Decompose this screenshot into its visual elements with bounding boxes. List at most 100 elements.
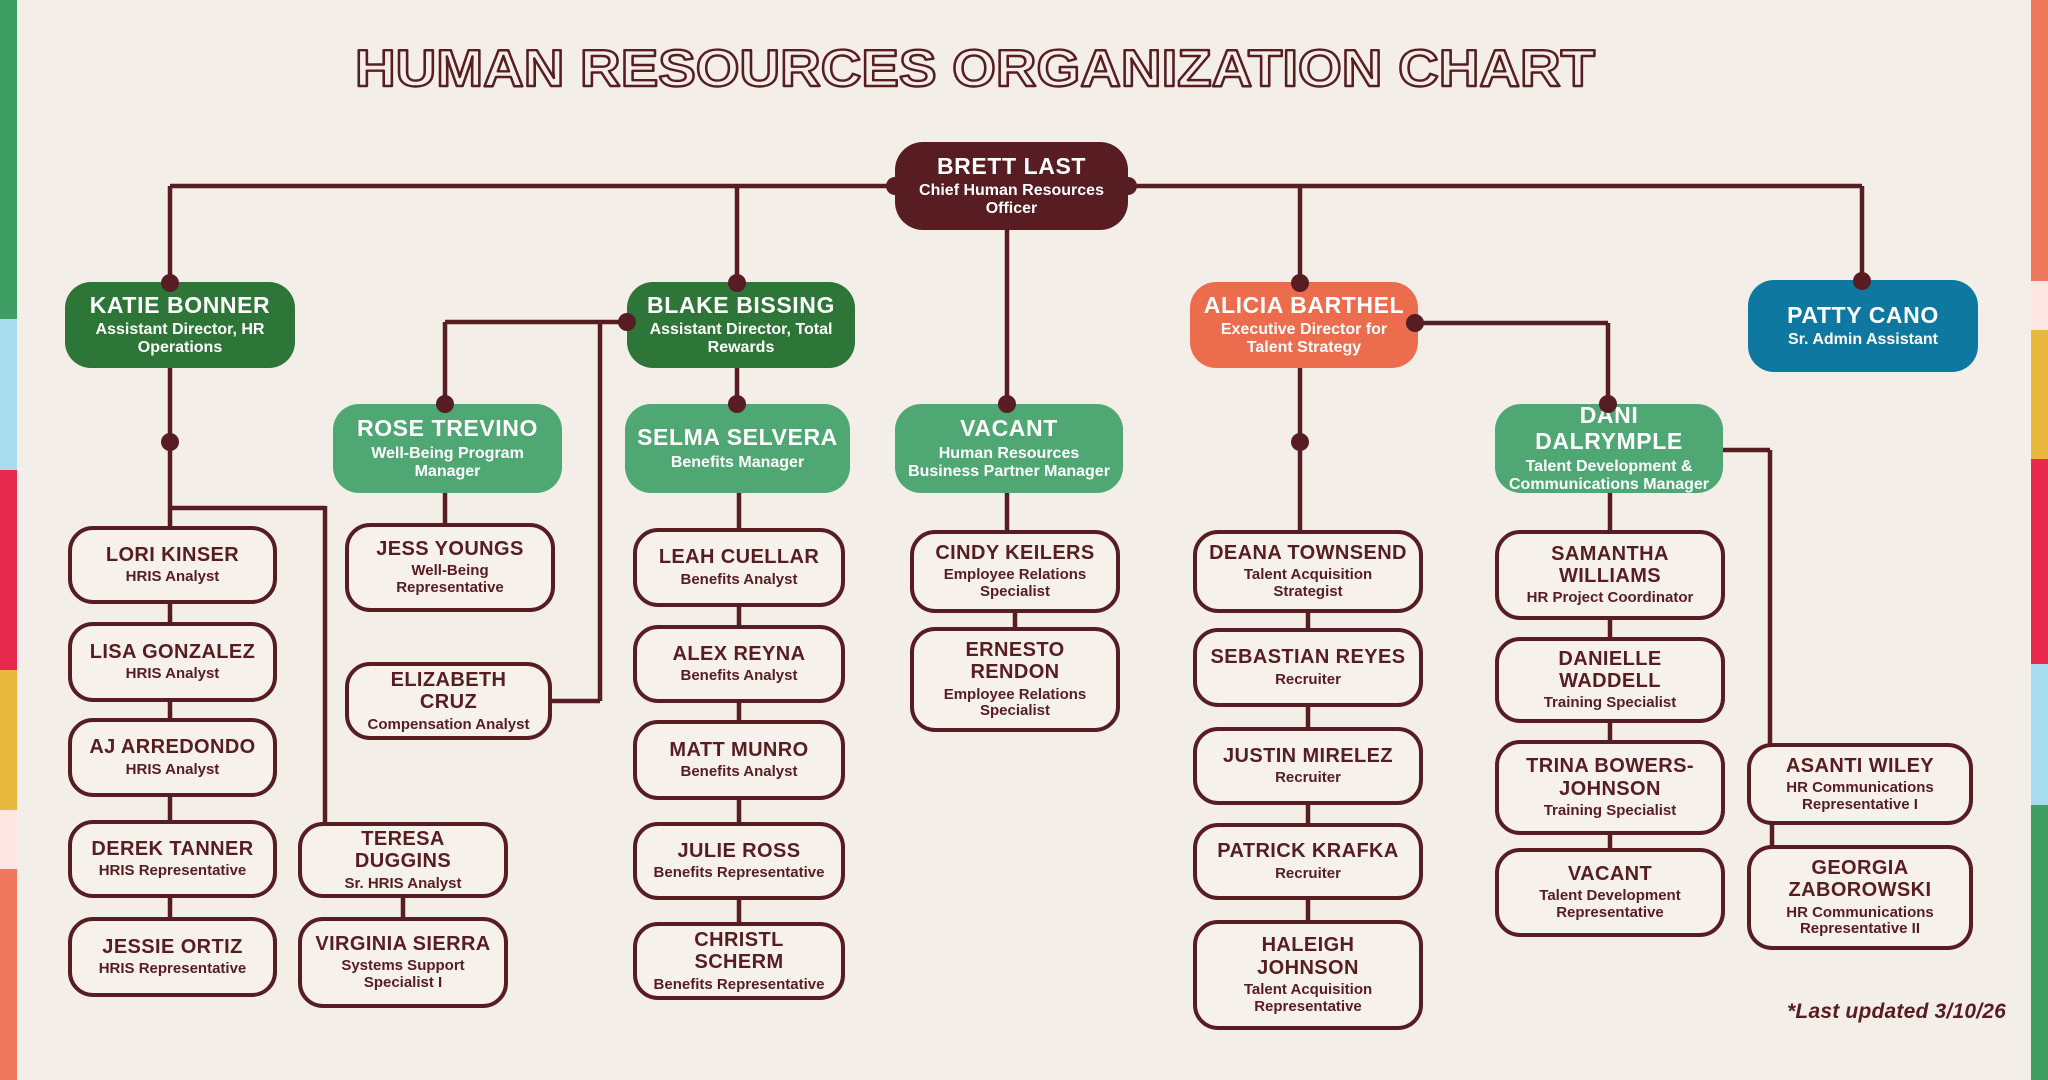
org-node-danielle-waddell: DANIELLE WADDELL Training Specialist [1495,637,1725,723]
org-node-derek-tanner: DEREK TANNER HRIS Representative [68,820,277,898]
org-node-trina-bowers-johnson: TRINA BOWERS-JOHNSON Training Specialist [1495,740,1725,835]
org-node-selma-selvera: SELMA SELVERA Benefits Manager [625,404,850,493]
person-name: DEANA TOWNSEND [1209,542,1407,564]
page-title-svg: HUMAN RESOURCES ORGANIZATION CHART [354,39,1597,99]
person-name: DANIELLE WADDELL [1558,647,1662,693]
org-node-haleigh-johnson: HALEIGH JOHNSON Talent Acquisition Repre… [1193,920,1423,1030]
person-name: JESSIE ORTIZ [102,935,243,958]
stripe-segment [2031,281,2048,330]
org-node-rose-trevino: ROSE TREVINO Well-Being Program Manager [333,404,562,493]
person-name: LORI KINSER [105,543,240,566]
person-name: BLAKE BISSING [647,291,835,318]
stripe-segment [0,0,17,319]
org-node-katie-bonner: KATIE BONNER Assistant Director, HR Oper… [65,282,295,368]
org-node-georgia-zaborowski: GEORGIA ZABOROWSKI HR Communications Rep… [1747,845,1973,950]
person-name: MATT MUNRO [669,738,809,761]
person-title: Human Resources Business Partner Manager [908,444,1110,480]
org-node-asanti-wiley: ASANTI WILEY HR Communications Represent… [1747,743,1973,825]
org-node-alicia-barthel: ALICIA BARTHEL Executive Director for Ta… [1190,282,1418,368]
person-title: Benefits Analyst [680,763,798,781]
org-node-patrick-krafka: PATRICK KRAFKA Recruiter [1193,823,1423,900]
person-title: Assistant Director, HR Operations [95,321,265,357]
person-name: GEORGIA ZABOROWSKI [1788,856,1932,902]
person-title: Training Specialist [1543,801,1677,819]
person-title: Benefits Analyst [680,570,798,588]
last-updated-note: *Last updated 3/10/26 [1787,1000,2006,1023]
person-name: DEREK TANNER [91,837,254,860]
person-name: VACANT [1567,863,1653,885]
org-node-virginia-sierra: VIRGINIA SIERRA Systems Support Speciali… [298,917,508,1008]
person-title: Systems Support Specialist I [341,957,465,992]
person-title: HR Project Coordinator [1526,589,1694,607]
stripe-segment [2031,0,2048,281]
org-node-julie-ross: JULIE ROSS Benefits Representative [633,822,845,900]
person-title: Talent Development Representative [1539,887,1681,922]
person-name: BRETT LAST [936,152,1087,179]
person-title: HRIS Analyst [125,760,220,778]
org-node-elizabeth-cruz: ELIZABETH CRUZ Compensation Analyst [345,662,552,740]
person-name: AJ ARREDONDO [89,736,256,759]
person-name: ALEX REYNA [672,642,806,665]
person-title: Benefits Analyst [680,667,798,685]
person-name: ALICIA BARTHEL [1203,291,1405,318]
person-title: Recruiter [1275,769,1341,787]
person-name: CHRISTL SCHERM [694,928,784,974]
person-title: Assistant Director, Total Rewards [649,321,833,357]
org-node-patty-cano: PATTY CANO Sr. Admin Assistant [1748,280,1978,372]
org-node-christl-scherm: CHRISTL SCHERM Benefits Representative [633,922,845,1000]
org-node-brett-last: BRETT LAST Chief Human Resources Officer [895,142,1128,230]
person-title: Talent Acquisition Strategist [1243,566,1373,601]
person-title: Compensation Analyst [367,715,530,733]
page-title: HUMAN RESOURCES ORGANIZATION CHART [355,40,1595,98]
person-name: JUSTIN MIRELEZ [1222,744,1394,767]
person-name: LISA GONZALEZ [89,640,256,663]
org-node-vacant-hrbp-manager: VACANT Human Resources Business Partner … [895,404,1123,493]
person-title: Well-Being Program Manager [371,444,524,480]
person-title: Talent Development & Communications Mana… [1508,457,1710,493]
org-node-lisa-gonzalez: LISA GONZALEZ HRIS Analyst [68,622,277,702]
person-name: SAMANTHA WILLIAMS [1551,542,1669,588]
person-name: ELIZABETH CRUZ [390,668,507,714]
org-node-alex-reyna: ALEX REYNA Benefits Analyst [633,625,845,703]
person-name: HALEIGH JOHNSON [1257,934,1359,979]
person-title: Executive Director for Talent Strategy [1220,321,1388,357]
person-title: HR Communications Representative I [1786,778,1934,813]
stripe-segment [2031,664,2048,805]
person-name: TRINA BOWERS-JOHNSON [1526,755,1694,800]
person-name: JULIE ROSS [677,839,801,862]
person-title: HRIS Analyst [125,568,220,586]
person-title: Employee Relations Specialist [943,685,1087,720]
org-node-cindy-keilers: CINDY KEILERS Employee Relations Special… [910,530,1120,613]
stripe-segment [0,470,17,670]
stripe-segment [0,319,17,470]
person-title: Recruiter [1275,670,1341,688]
person-name: DANI DALRYMPLE [1535,402,1683,455]
person-name: TERESA DUGGINS [354,827,452,873]
org-node-dani-dalrymple: DANI DALRYMPLE Talent Development & Comm… [1495,402,1723,493]
person-name: VIRGINIA SIERRA [315,933,491,955]
stripe-segment [2031,459,2048,664]
org-node-sebastian-reyes: SEBASTIAN REYES Recruiter [1193,628,1423,707]
org-node-matt-munro: MATT MUNRO Benefits Analyst [633,720,845,800]
person-name: VACANT [960,415,1058,442]
person-title: Talent Acquisition Representative [1243,981,1373,1015]
person-title: Well-Being Representative [396,562,504,597]
org-node-lori-kinser: LORI KINSER HRIS Analyst [68,526,277,604]
person-name: SEBASTIAN REYES [1210,646,1406,669]
person-name: PATRICK KRAFKA [1217,840,1399,863]
person-title: Training Specialist [1543,694,1677,712]
decorative-stripe-right [2031,0,2048,1080]
person-name: ROSE TREVINO [356,415,538,442]
person-name: ASANTI WILEY [1785,754,1935,777]
person-name: SELMA SELVERA [637,424,838,451]
org-node-blake-bissing: BLAKE BISSING Assistant Director, Total … [627,282,855,368]
person-title: Employee Relations Specialist [943,566,1087,601]
stripe-segment [0,810,17,869]
org-node-vacant-talent-dev-rep: VACANT Talent Development Representative [1495,848,1725,937]
org-node-justin-mirelez: JUSTIN MIRELEZ Recruiter [1193,727,1423,805]
person-title: Sr. Admin Assistant [1788,331,1938,349]
stripe-segment [0,670,17,810]
org-node-samantha-williams: SAMANTHA WILLIAMS HR Project Coordinator [1495,530,1725,620]
org-node-teresa-duggins: TERESA DUGGINS Sr. HRIS Analyst [298,822,508,898]
